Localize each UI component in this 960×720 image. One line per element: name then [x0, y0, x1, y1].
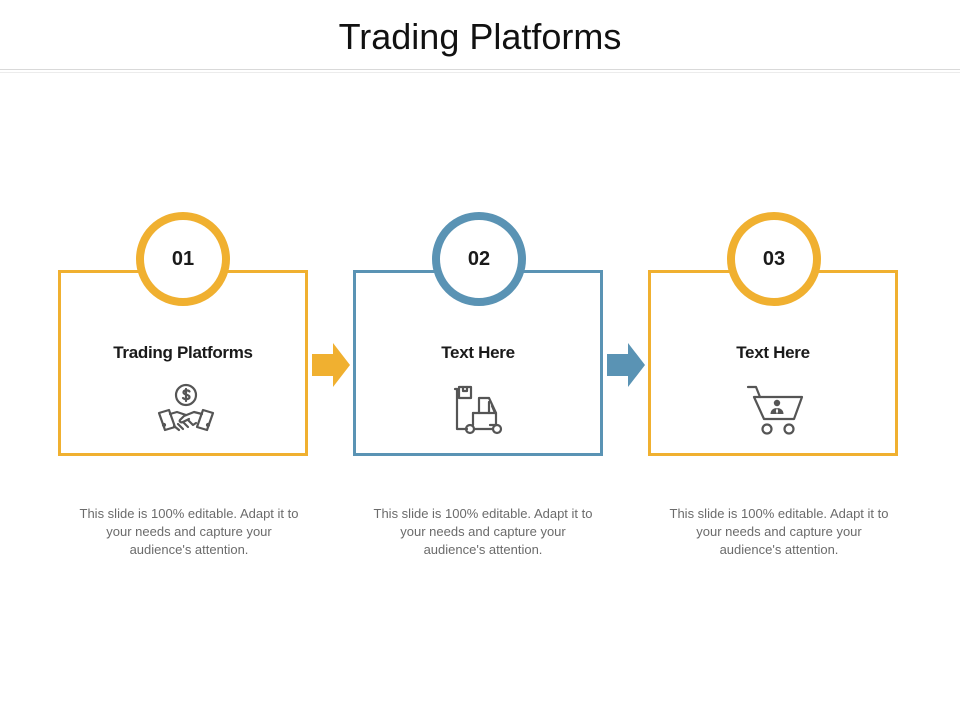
- step-number: 01: [171, 247, 195, 270]
- step-title: Text Here: [736, 343, 810, 362]
- arrow-right-icon: [607, 343, 645, 387]
- shopping-cart-user-icon: [746, 383, 806, 443]
- page-title: Trading Platforms: [338, 16, 622, 57]
- title-divider-secondary: [0, 72, 960, 73]
- step-number: 02: [467, 247, 491, 270]
- title-divider: [0, 69, 960, 70]
- step-number-badge-3: 03: [727, 212, 821, 306]
- handshake-dollar-icon: [156, 383, 216, 443]
- arrow-right-icon: [312, 343, 350, 387]
- step-number: 03: [762, 247, 786, 270]
- step-title: Text Here: [441, 343, 515, 362]
- forklift-icon: [451, 383, 511, 443]
- step-number-badge-1: 01: [136, 212, 230, 306]
- step-description-3: This slide is 100% editable. Adapt it to…: [669, 506, 889, 557]
- step-description-2: This slide is 100% editable. Adapt it to…: [373, 506, 593, 557]
- step-title: Trading Platforms: [113, 343, 253, 362]
- step-number-badge-2: 02: [432, 212, 526, 306]
- step-description-1: This slide is 100% editable. Adapt it to…: [79, 506, 299, 557]
